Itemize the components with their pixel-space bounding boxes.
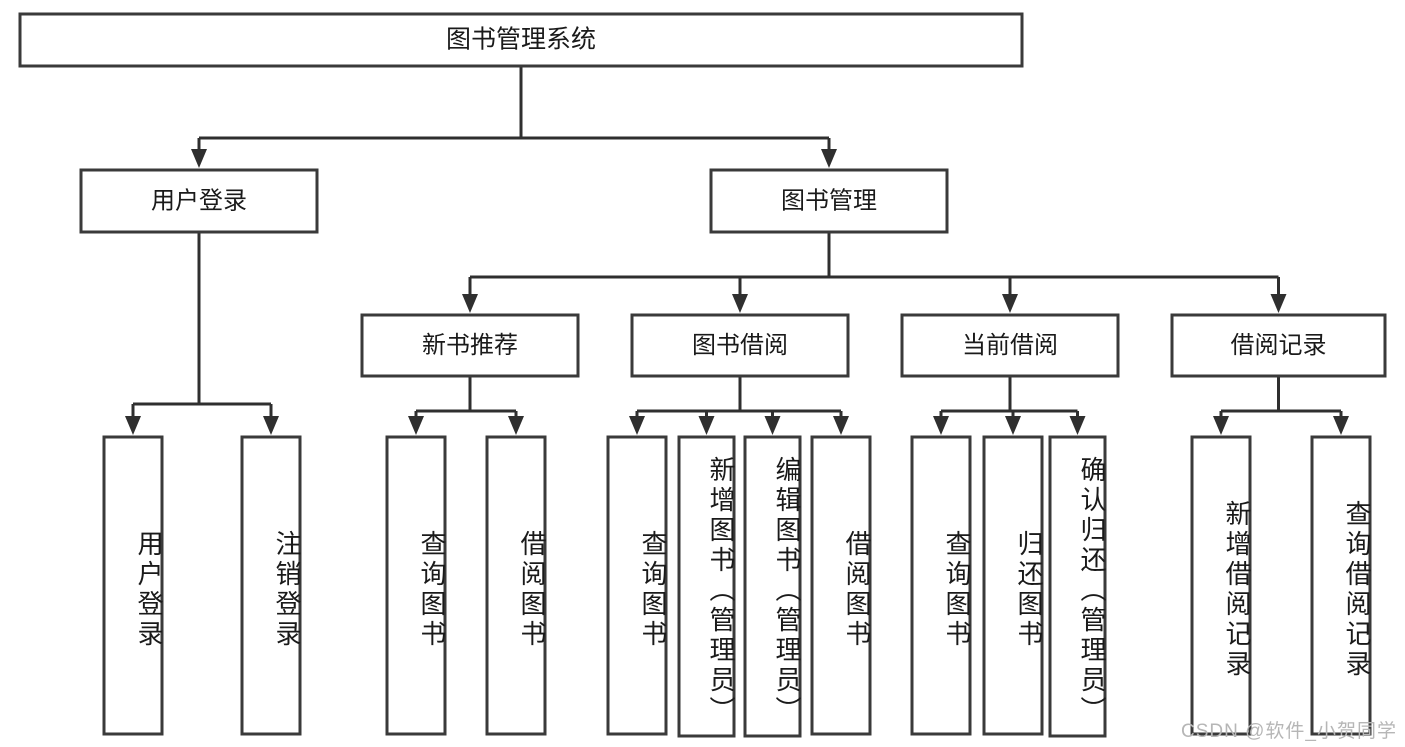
arrowhead-leaf-borrow-book-1 [508, 416, 524, 435]
node-leaf-user-login[interactable] [102, 435, 164, 736]
watermark-text: CSDN @软件_小贺同学 [1181, 721, 1397, 742]
node-leaf-query-book-1-rect[interactable] [385, 435, 447, 736]
arrowhead-leaf-query-book-1 [408, 416, 424, 435]
node-leaf-query-book-2[interactable] [606, 435, 668, 736]
node-book-borrow-rect[interactable] [630, 313, 850, 378]
node-current-borrow-label: 当前借阅 [962, 332, 1058, 359]
node-borrow-record-rect[interactable] [1170, 313, 1387, 378]
node-root[interactable]: 图书管理系统 [18, 12, 1024, 68]
arrowhead-current-borrow [1002, 294, 1018, 313]
arrowhead-leaf-query-book-2 [629, 416, 645, 435]
node-new-book-rec-rect[interactable] [360, 313, 580, 378]
node-leaf-return-book-rect[interactable] [982, 435, 1044, 736]
node-leaf-user-login-rect[interactable] [102, 435, 164, 736]
node-leaf-add-book-rect[interactable] [677, 435, 736, 738]
node-leaf-add-record[interactable] [1190, 435, 1252, 736]
connector-layer [125, 66, 1349, 435]
node-book-manage-rect[interactable] [709, 168, 949, 234]
node-leaf-return-book[interactable] [982, 435, 1044, 736]
arrowhead-leaf-edit-book [764, 416, 781, 435]
arrowhead-leaf-user-login [125, 416, 141, 435]
node-new-book-rec-label: 新书推荐 [422, 332, 518, 359]
node-leaf-query-book-3[interactable] [910, 435, 972, 736]
arrowhead-book-manage [821, 149, 837, 168]
arrowhead-user-login [191, 149, 207, 168]
node-leaf-borrow-book-1-rect[interactable] [485, 435, 547, 736]
node-current-borrow[interactable]: 当前借阅 [900, 313, 1120, 378]
node-leaf-query-book-2-rect[interactable] [606, 435, 668, 736]
node-leaf-borrow-book-1[interactable] [485, 435, 547, 736]
node-leaf-query-record[interactable] [1310, 435, 1372, 736]
node-user-login[interactable]: 用户登录 [79, 168, 319, 234]
node-user-login-rect[interactable] [79, 168, 319, 234]
node-leaf-query-book-3-rect[interactable] [910, 435, 972, 736]
node-leaf-add-record-rect[interactable] [1190, 435, 1252, 736]
node-leaf-borrow-book-2[interactable] [810, 435, 872, 736]
node-leaf-edit-book[interactable] [743, 435, 802, 738]
arrowhead-leaf-logout [263, 416, 279, 435]
node-book-manage-label: 图书管理 [781, 187, 877, 214]
arrowhead-leaf-query-book-3 [933, 416, 949, 435]
node-root-rect[interactable] [18, 12, 1024, 68]
node-leaf-query-record-rect[interactable] [1310, 435, 1372, 736]
arrowhead-leaf-return-book [1005, 416, 1021, 435]
node-leaf-confirm-return[interactable] [1048, 435, 1107, 738]
node-root-label: 图书管理系统 [446, 26, 596, 54]
arrowhead-leaf-query-record [1333, 416, 1349, 435]
node-leaf-confirm-return-rect[interactable] [1048, 435, 1107, 738]
node-leaf-logout-rect[interactable] [240, 435, 302, 736]
node-book-borrow[interactable]: 图书借阅 [630, 313, 850, 378]
node-book-borrow-label: 图书借阅 [692, 332, 788, 359]
arrowhead-leaf-borrow-book-2 [833, 416, 849, 435]
node-new-book-rec[interactable]: 新书推荐 [360, 313, 580, 378]
node-borrow-record[interactable]: 借阅记录 [1170, 313, 1387, 378]
arrowhead-leaf-add-book [698, 416, 715, 435]
node-leaf-edit-book-rect[interactable] [743, 435, 802, 738]
node-book-manage[interactable]: 图书管理 [709, 168, 949, 234]
node-leaf-logout[interactable] [240, 435, 302, 736]
arrowhead-book-borrow [732, 294, 748, 313]
node-leaf-query-book-1[interactable] [385, 435, 447, 736]
arrowhead-borrow-record [1270, 294, 1287, 313]
arrowhead-leaf-confirm-return [1069, 416, 1086, 435]
node-current-borrow-rect[interactable] [900, 313, 1120, 378]
arrowhead-leaf-add-record [1213, 416, 1229, 435]
arrowhead-new-book-rec [462, 294, 478, 313]
node-borrow-record-label: 借阅记录 [1231, 332, 1327, 359]
node-leaf-borrow-book-2-rect[interactable] [810, 435, 872, 736]
node-user-login-label: 用户登录 [151, 187, 247, 214]
node-leaf-add-book[interactable] [677, 435, 736, 738]
